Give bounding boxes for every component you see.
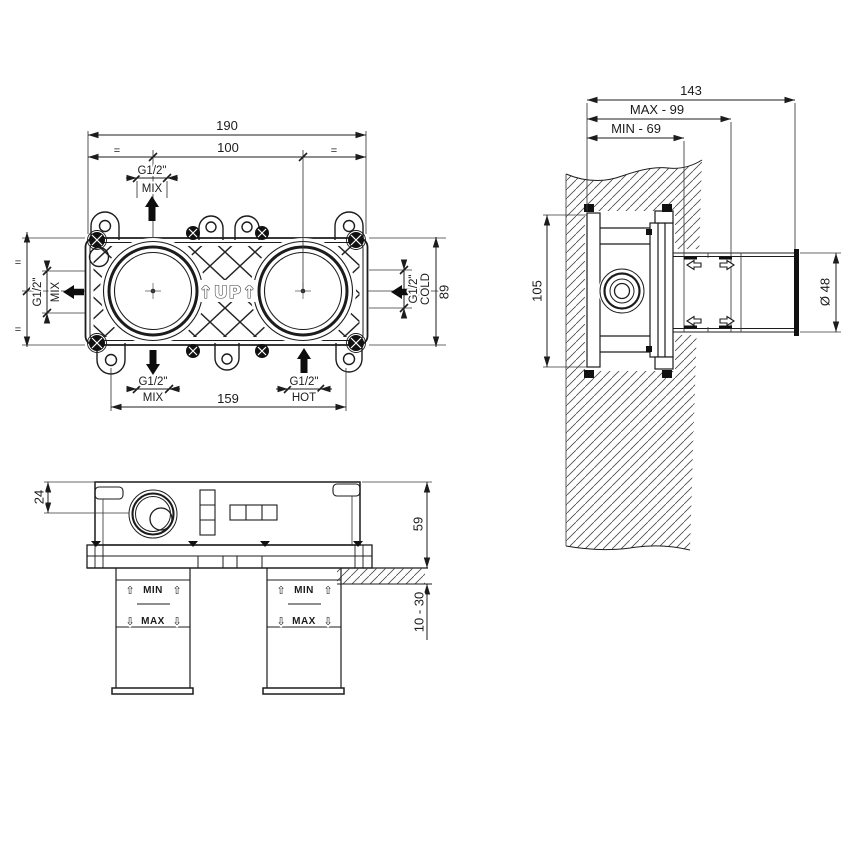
cut-arrow-icon <box>719 315 736 327</box>
dim-min-depth: MIN - 69 <box>587 119 684 142</box>
cap-max-label: MAX <box>292 616 316 627</box>
protection-cap-right: ⇧ MIN ⇧ ⇩ MAX ⇩ <box>262 568 345 695</box>
side-extension-lines <box>543 103 841 368</box>
dim-max-depth: MAX - 99 <box>587 100 731 123</box>
max-arrow-icon: ⇩ <box>323 615 332 628</box>
flow-arrow-top-mix <box>145 196 159 221</box>
port-left-label: MIX <box>50 281 62 302</box>
port-top-size: G1/2" <box>137 165 166 177</box>
flow-arrow-left-mix <box>63 285 84 299</box>
bottom-body-details <box>199 489 278 536</box>
wall-break-line-bottom <box>565 545 691 551</box>
dim-port-right: G1/2" COLD <box>391 259 434 319</box>
min-arrow-icon: ⇧ <box>276 584 285 597</box>
equal-mark-left-bottom: = <box>15 324 21 336</box>
finished-wall-hatch <box>337 568 425 584</box>
wall-break-line-top <box>565 159 703 181</box>
side-hub-circles <box>598 267 646 315</box>
port-bottom-left-size: G1/2" <box>138 376 167 388</box>
front-extension-lines <box>22 131 448 411</box>
cap-min-label: MIN <box>294 585 314 596</box>
equal-mark-top-right: = <box>331 145 337 157</box>
dim-center-depth-label: 24 <box>31 490 46 504</box>
fixing-screws <box>87 226 366 358</box>
port-right-label: COLD <box>420 273 432 305</box>
dim-port-bottom-left: G1/2" MIX <box>126 350 180 406</box>
max-arrow-icon: ⇩ <box>125 615 134 628</box>
side-view: 143 MAX - 99 MIN - 69 105 Ø 48 <box>527 81 841 551</box>
max-arrow-icon: ⇩ <box>276 615 285 628</box>
dim-total-width: 190 <box>88 116 366 139</box>
front-view: ↑UP↑ 190 <box>13 116 453 411</box>
dim-port-bottom-right: G1/2" HOT <box>276 348 332 406</box>
dim-sleeve-diameter: Ø 48 <box>815 253 840 332</box>
flow-arrow-bottom-mix <box>146 350 160 375</box>
bottom-extension-lines <box>44 481 432 514</box>
bottom-boss-circles <box>128 489 178 539</box>
port-bottom-right-size: G1/2" <box>289 376 318 388</box>
rough-in-box-body <box>84 237 369 346</box>
bottom-flange <box>86 541 373 569</box>
min-arrow-icon: ⇧ <box>125 584 134 597</box>
dim-hole-spacing-label: 159 <box>217 391 239 406</box>
dim-port-top: G1/2" MIX <box>126 163 178 221</box>
dim-sleeve-diameter-label: Ø 48 <box>817 278 832 306</box>
dim-total-width-label: 190 <box>216 118 238 133</box>
bottom-tab-left <box>94 486 124 500</box>
cut-arrow-icon <box>719 259 736 271</box>
bottom-view: ⇧ MIN ⇧ ⇩ MAX ⇩ ⇧ MIN ⇧ ⇩ MAX ⇩ 24 59 10 <box>29 481 432 695</box>
side-valve-structure <box>586 210 674 370</box>
dim-total-depth: 143 <box>587 81 795 104</box>
dim-total-depth-label: 143 <box>680 83 702 98</box>
dim-hole-spacing: 159 <box>111 389 346 411</box>
dim-port-spacing-label: 100 <box>217 140 239 155</box>
up-marking: ↑UP↑ <box>199 283 258 303</box>
cut-arrow-icon <box>685 259 702 271</box>
port-bottom-right-label: HOT <box>292 392 316 404</box>
side-screw-marks <box>584 204 672 378</box>
dim-height-89: 89 <box>432 237 453 347</box>
port-top-label: MIX <box>142 183 163 195</box>
sleeve-end-cap <box>794 249 799 336</box>
flow-arrow-right-cold <box>391 285 422 299</box>
dim-max-depth-label: MAX - 99 <box>630 102 684 117</box>
protection-cap-left: ⇧ MIN ⇧ ⇩ MAX ⇩ <box>111 568 194 695</box>
dim-min-depth-label: MIN - 69 <box>611 121 661 136</box>
min-arrow-icon: ⇧ <box>172 584 181 597</box>
port-left-size: G1/2" <box>32 277 44 306</box>
dim-left-centering: = = <box>13 232 32 347</box>
up-marking-backplate <box>199 280 257 302</box>
dim-center-depth: 24 <box>29 482 52 513</box>
dim-wall-thickness-label: 10 - 30 <box>411 592 426 632</box>
dim-side-height: 105 <box>527 215 551 367</box>
port-bottom-left-label: MIX <box>143 392 164 404</box>
dim-side-height-label: 105 <box>529 280 544 302</box>
bottom-tab-right <box>332 483 361 497</box>
body-inner-frame <box>89 242 364 341</box>
dim-port-left: G1/2" MIX <box>30 260 84 324</box>
equal-mark-top-left: = <box>114 145 120 157</box>
flow-arrow-bottom-hot <box>297 348 311 373</box>
cut-arrow-icon <box>685 315 702 327</box>
dim-height-label: 89 <box>436 285 451 299</box>
dim-body-depth-label: 59 <box>410 517 425 531</box>
equal-mark-left-top: = <box>15 257 21 269</box>
valve-port-left-circle <box>100 238 206 344</box>
max-arrow-icon: ⇩ <box>172 615 181 628</box>
dim-body-depth: 59 <box>408 482 431 568</box>
port-right-size: G1/2" <box>408 274 420 303</box>
cap-min-label: MIN <box>143 585 163 596</box>
dim-port-spacing: 100 = = <box>88 138 366 162</box>
corner-detail-circle <box>88 246 110 268</box>
dim-wall-thickness: 10 - 30 <box>409 584 431 640</box>
cap-max-label: MAX <box>141 616 165 627</box>
protection-sleeve <box>673 249 799 336</box>
min-arrow-icon: ⇧ <box>323 584 332 597</box>
